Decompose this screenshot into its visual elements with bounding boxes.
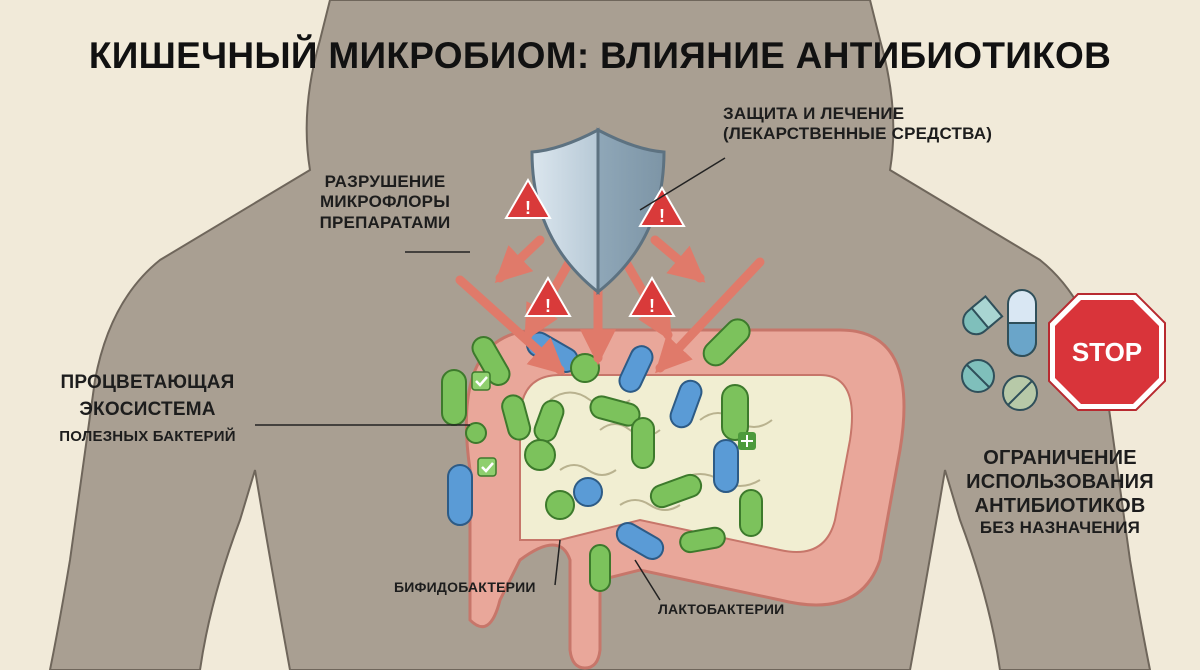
bacteria-icon [618,345,654,393]
bacteria-icon [573,477,603,507]
bacteria-icon [589,544,611,592]
limit-label-line: АНТИБИОТИКОВ [974,495,1146,517]
shield-icon [530,127,666,296]
bacteria-icon [471,336,511,386]
protection-label-line: (ЛЕКАРСТВЕННЫЕ СРЕДСТВА) [723,124,993,144]
protection-label: ЗАЩИТА И ЛЕЧЕНИЕ (ЛЕКАРСТВЕННЫЕ СРЕДСТВА… [723,104,992,145]
ecosystem-label-line: ПОЛЕЗНЫХ БАКТЕРИЙ [59,427,236,445]
bifido-label: БИФИДОБАКТЕРИИ [394,579,536,595]
destruction-label-line: ПРЕПАРАТАМИ [319,212,451,232]
stop-sign-icon: STOP [1048,293,1166,411]
ecosystem-label-line: ЭКОСИСТЕМА [79,398,216,420]
bacteria-icon [524,439,556,471]
ecosystem-label: ПРОЦВЕТАЮЩАЯ ЭКОСИСТЕМА ПОЛЕЗНЫХ БАКТЕРИ… [40,372,255,446]
bacteria-icon [441,369,467,426]
svg-text:!: ! [659,206,665,226]
capsule-icon [962,295,1004,336]
svg-text:STOP: STOP [1072,337,1142,367]
destruction-label-line: МИКРОФЛОРЫ [319,192,451,212]
checkmark-icon [477,457,497,477]
checkmark-icon [471,371,491,391]
limit-label-line: БЕЗ НАЗНАЧЕНИЯ [979,518,1141,537]
bacteria-icon [501,394,532,441]
bacteria-icon [739,489,763,537]
bacteria-icon [721,384,749,441]
bacteria-icon [669,379,703,429]
bacteria-icon [649,473,703,509]
warning-icon: ! [628,276,676,317]
svg-text:!: ! [525,198,531,218]
bacteria-icon [679,526,726,554]
warning-icon: ! [504,178,552,219]
bacteria-icon [702,318,751,367]
limit-label-line: ИСПОЛЬЗОВАНИЯ [966,471,1154,493]
pill-icon [1002,375,1038,411]
bacteria-icon [615,522,665,560]
capsule-icon [1007,289,1037,357]
ecosystem-label-line: ПРОЦВЕТАЮЩАЯ [60,372,235,393]
pill-icon [961,359,995,393]
bacteria-icon [631,417,655,469]
sparkle-icon [738,432,756,450]
pills-group [961,289,1038,411]
lacto-label: ЛАКТОБАКТЕРИИ [658,601,785,617]
svg-text:!: ! [545,296,551,316]
destruction-label: РАЗРУШЕНИЕ МИКРОФЛОРЫ ПРЕПАРАТАМИ [300,172,470,233]
bacteria-icon [589,395,641,427]
svg-text:!: ! [649,296,655,316]
bacteria-icon [545,490,575,520]
limit-label: ОГРАНИЧЕНИЕ ИСПОЛЬЗОВАНИЯ АНТИБИОТИКОВ Б… [955,446,1165,538]
warning-icon: ! [638,186,686,227]
bacteria-icon [465,422,487,444]
protection-label-line: ЗАЩИТА И ЛЕЧЕНИЕ [723,104,905,123]
limit-label-line: ОГРАНИЧЕНИЕ [983,447,1137,469]
bacteria-icon [447,464,473,526]
warning-icon: ! [524,276,572,317]
destruction-label-line: РАЗРУШЕНИЕ [324,172,446,191]
bacteria-icon [713,439,739,493]
leader-lines [255,157,726,601]
page-title: КИШЕЧНЫЙ МИКРОБИОМ: ВЛИЯНИЕ АНТИБИОТИКОВ [88,35,1112,76]
